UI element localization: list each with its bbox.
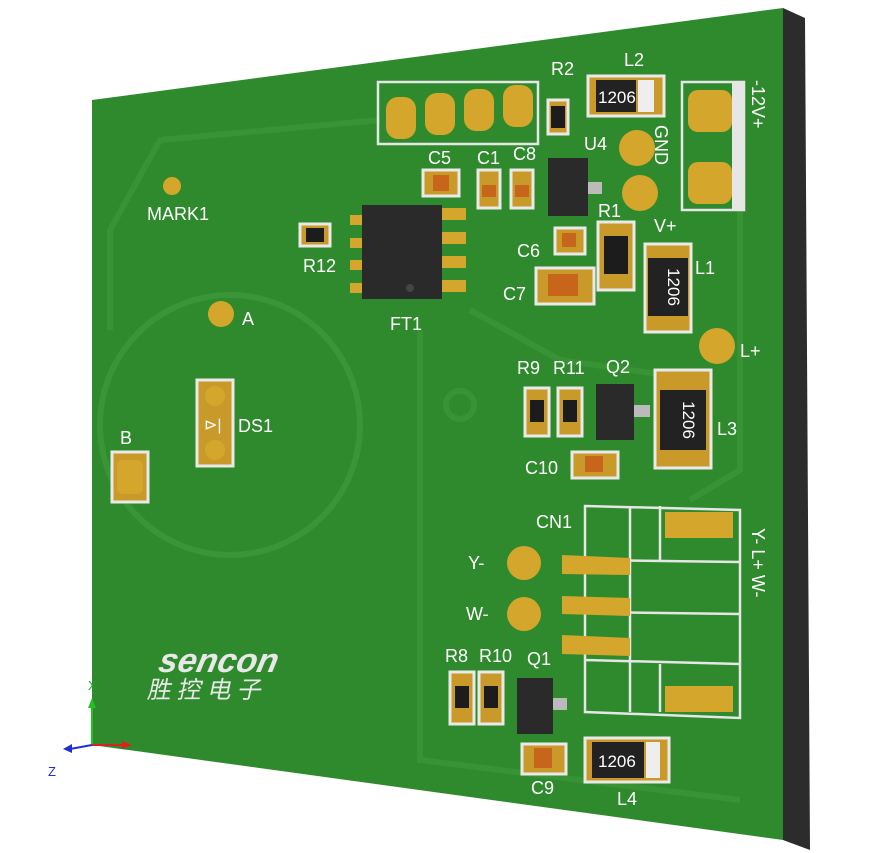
label-l1: L1 (695, 258, 715, 278)
logo-brand: sencon (155, 642, 282, 680)
board-shadow (783, 8, 810, 850)
label-r2: R2 (551, 59, 574, 79)
label-c7: C7 (503, 284, 526, 304)
l1-marking: 1206 (664, 268, 683, 306)
label-l2: L2 (624, 50, 644, 70)
label-r9: R9 (517, 358, 540, 378)
label-lplus: L+ (740, 341, 761, 361)
label-c8: C8 (513, 144, 536, 164)
label-ft1: FT1 (390, 314, 422, 334)
header-j (376, 80, 540, 146)
label-q2: Q2 (606, 357, 630, 377)
label-q1: Q1 (527, 649, 551, 669)
axis-x-label: X (88, 678, 97, 693)
label-y-minus: Y- (468, 553, 484, 573)
axis-gizmo: X Z (48, 678, 132, 779)
traces (97, 117, 743, 803)
label-vplus: V+ (654, 216, 677, 236)
label-ds1: DS1 (238, 416, 273, 436)
label-12v: -12V+ (748, 80, 768, 129)
l3-marking: 1206 (679, 401, 698, 439)
diode-icon: ⊳| (204, 417, 222, 434)
label-r8: R8 (445, 646, 468, 666)
silkscreen-labels: R2 L2 C5 C1 C8 U4 GND -12V+ MARK1 R12 R1… (120, 50, 768, 809)
l2-marking: 1206 (598, 88, 636, 107)
sencon-logo: sencon 胜控电子 (145, 642, 282, 704)
label-b: B (120, 428, 132, 448)
label-connector-pins: Y- L+ W- (748, 528, 768, 598)
label-cn1: CN1 (536, 512, 572, 532)
label-r12: R12 (303, 256, 336, 276)
label-c5: C5 (428, 148, 451, 168)
axis-z-label: Z (48, 764, 56, 779)
logo-chinese: 胜控电子 (145, 677, 271, 704)
label-mark1: MARK1 (147, 204, 209, 224)
label-w-minus: W- (466, 604, 489, 624)
label-a: A (242, 309, 254, 329)
ft1-chip[interactable] (350, 205, 466, 299)
label-c1: C1 (477, 148, 500, 168)
label-l4: L4 (617, 789, 637, 809)
label-r11: R11 (553, 358, 585, 378)
label-r10: R10 (479, 646, 512, 666)
l4-marking: 1206 (598, 752, 636, 771)
label-u4: U4 (584, 134, 607, 154)
label-gnd: GND (651, 125, 671, 165)
label-l3: L3 (717, 419, 737, 439)
pcb-board[interactable] (92, 8, 783, 840)
label-r1: R1 (598, 201, 621, 221)
label-c9: C9 (531, 778, 554, 798)
label-c6: C6 (517, 241, 540, 261)
connector-cn1[interactable] (507, 504, 742, 720)
label-c10: C10 (525, 458, 558, 478)
